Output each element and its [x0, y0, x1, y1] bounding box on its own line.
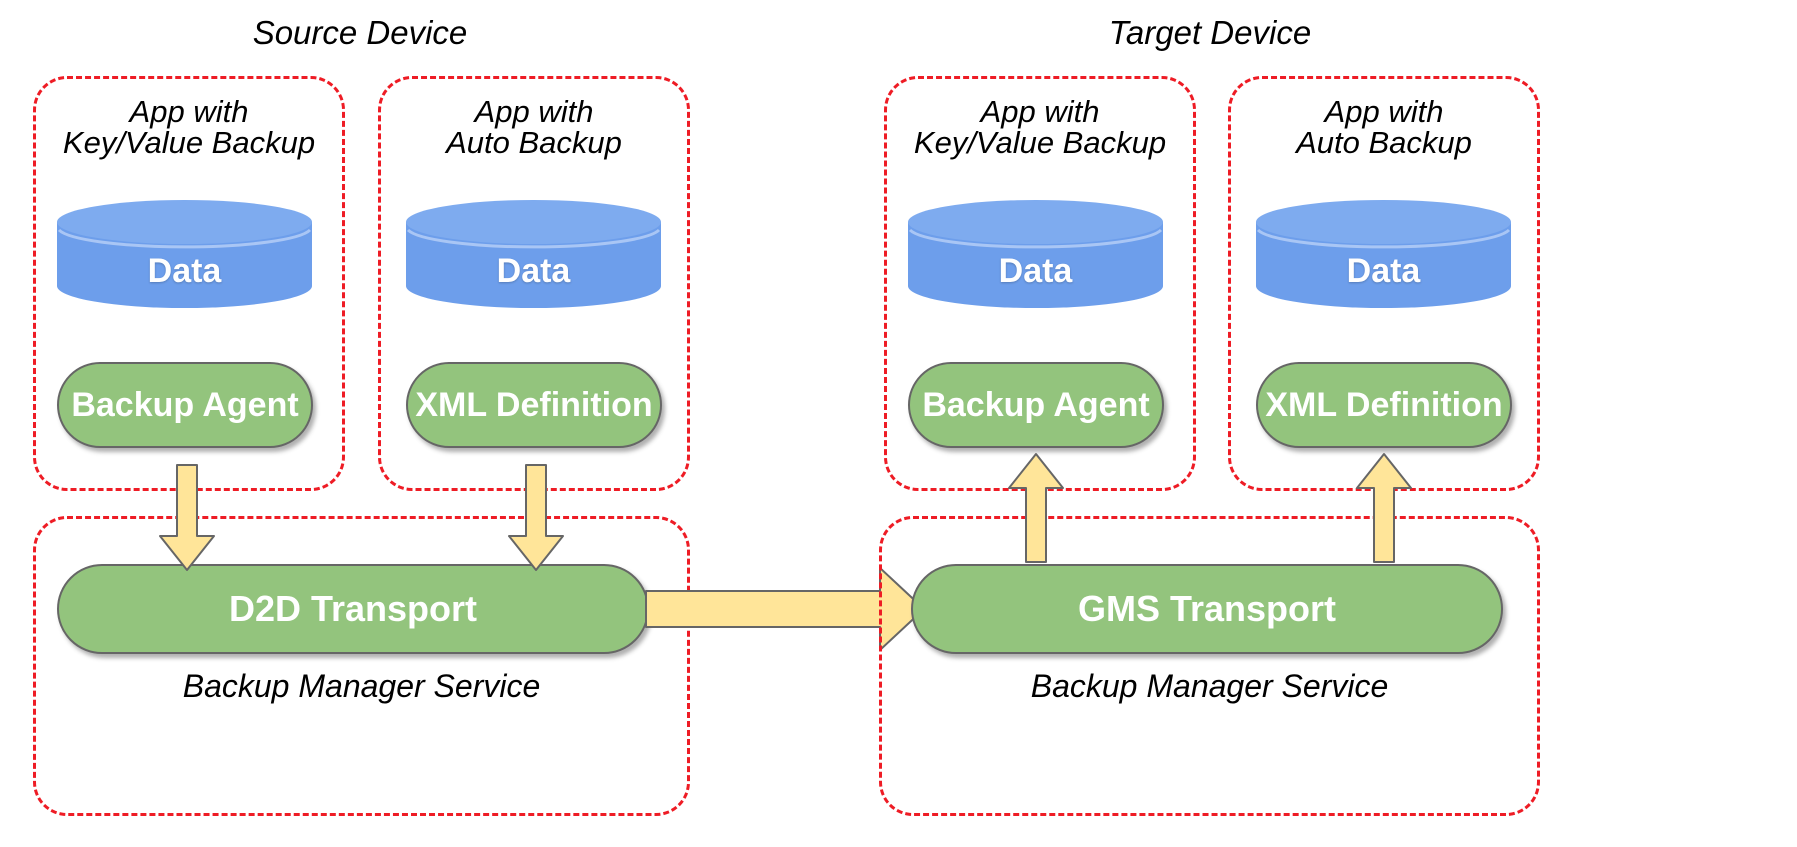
- source-app-keyvalue-data-label: Data: [147, 252, 222, 290]
- down-arrow-xml-definition-to-d2d: [508, 464, 564, 572]
- source-backup-agent-label: Backup Agent: [71, 385, 299, 424]
- d2d-transport-label: D2D Transport: [228, 588, 478, 629]
- source-app-auto-label: App with Auto Backup: [446, 94, 622, 160]
- arrow-up-icon: [1008, 453, 1064, 563]
- source-app-auto-data-cylinder: Data: [406, 200, 661, 308]
- arrow-up-icon: [1356, 453, 1412, 563]
- gms-transport-box[interactable]: GMS Transport: [911, 564, 1503, 654]
- arrow-down-icon: [508, 464, 564, 571]
- source-backup-manager-service-container: [33, 516, 690, 816]
- target-app-auto-label: App with Auto Backup: [1296, 94, 1472, 160]
- source-device-title: Source Device: [252, 14, 468, 51]
- up-arrow-gms-to-backup-agent: [1008, 452, 1064, 564]
- target-backup-manager-service-container: [879, 516, 1540, 816]
- target-app-auto-data-cylinder: Data: [1256, 200, 1511, 308]
- target-app-keyvalue-data-label: Data: [998, 252, 1073, 290]
- target-xml-definition-box[interactable]: XML Definition: [1256, 362, 1512, 448]
- source-app-auto-data-label: Data: [496, 252, 571, 290]
- target-xml-definition-label: XML Definition: [1265, 385, 1503, 424]
- source-app-keyvalue-label: App with Key/Value Backup: [62, 94, 316, 160]
- source-app-keyvalue-data-cylinder: Data: [57, 200, 312, 308]
- cylinder-shape: [1256, 200, 1511, 308]
- cylinder-shape: [908, 200, 1163, 308]
- source-backup-agent-box[interactable]: Backup Agent: [57, 362, 313, 448]
- down-arrow-backup-agent-to-d2d: [159, 464, 215, 572]
- cylinder-shape: [406, 200, 661, 308]
- d2d-transport-box[interactable]: D2D Transport: [57, 564, 649, 654]
- target-app-keyvalue-data-cylinder: Data: [908, 200, 1163, 308]
- source-xml-definition-box[interactable]: XML Definition: [406, 362, 662, 448]
- arrow-down-icon: [159, 464, 215, 571]
- source-xml-definition-label: XML Definition: [415, 385, 653, 424]
- target-backup-manager-service-label: Backup Manager Service: [1030, 668, 1389, 704]
- cylinder-shape: [57, 200, 312, 308]
- target-app-auto-data-label: Data: [1346, 252, 1421, 290]
- target-device-title: Target Device: [1108, 14, 1312, 51]
- target-backup-agent-box[interactable]: Backup Agent: [908, 362, 1164, 448]
- target-backup-agent-label: Backup Agent: [922, 385, 1150, 424]
- target-app-keyvalue-label: App with Key/Value Backup: [913, 94, 1167, 160]
- source-backup-manager-service-label: Backup Manager Service: [182, 668, 541, 704]
- up-arrow-gms-to-xml-definition: [1356, 452, 1412, 564]
- gms-transport-label: GMS Transport: [1077, 588, 1337, 629]
